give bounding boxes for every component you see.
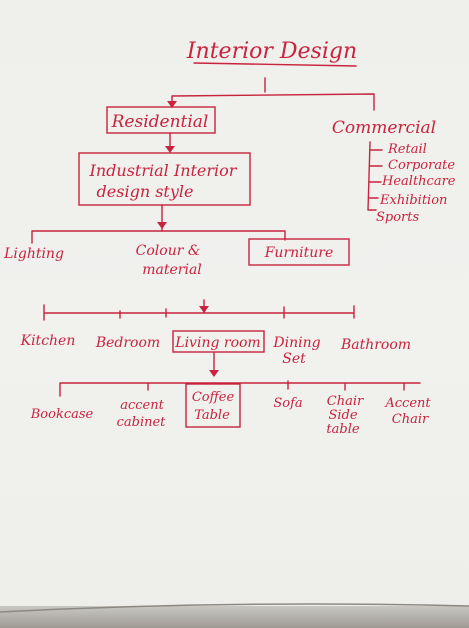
lighting-label: Lighting [3, 246, 64, 262]
piece-chair-side-line2: Side [328, 408, 357, 423]
residential-box [106, 106, 216, 134]
piece-coffee: Coffee [192, 390, 235, 405]
piece-accent-cabinet-line1: accent [120, 398, 164, 413]
colour-label-line2: material [142, 262, 202, 278]
style-arrow [165, 146, 175, 153]
commercial-item-corporate: Corporate [388, 158, 455, 173]
residential-label: Residential [111, 112, 209, 132]
style-box [78, 152, 251, 206]
piece-accent-cabinet-line2: cabinet [117, 415, 167, 430]
level1-connector [171, 77, 375, 111]
pieces-connector [59, 352, 421, 397]
commercial-item-healthcare: Healthcare [381, 174, 456, 189]
furniture-label: Furniture [264, 245, 334, 261]
room-kitchen: Kitchen [20, 333, 76, 349]
colour-label-line1: Colour & [136, 243, 201, 259]
rooms-connector [43, 299, 355, 321]
commercial-bracket [367, 141, 383, 211]
piece-sofa: Sofa [273, 396, 302, 411]
living-room-box [172, 330, 265, 353]
room-dining-set: Set [282, 351, 306, 367]
title-underline [193, 62, 357, 67]
level3-connector [31, 204, 286, 244]
piece-accent-chair-line1: Accent [384, 396, 431, 411]
commercial-label: Commercial [332, 118, 436, 138]
piece-bookcase: Bookcase [30, 407, 94, 422]
pieces-arrow [209, 370, 219, 377]
piece-accent-chair-line2: Chair [392, 412, 429, 427]
piece-table: Table [194, 408, 230, 423]
commercial-item-sports: Sports [376, 210, 419, 225]
title-text: Interior Design [186, 39, 357, 64]
style-label-line1: Industrial Interior [89, 161, 238, 180]
residential-arrow [167, 101, 177, 108]
commercial-item-retail: Retail [387, 142, 427, 157]
room-living: Living room [174, 335, 260, 351]
room-dining: Dining [272, 335, 320, 351]
furniture-box [248, 238, 350, 266]
piece-chair-side-line3: table [326, 422, 359, 437]
style-label-line2: design style [97, 182, 194, 201]
piece-chair-side-line1: Chair [327, 394, 364, 409]
room-bathroom: Bathroom [340, 337, 411, 353]
rooms-arrow [199, 306, 209, 313]
room-bedroom: Bedroom [95, 335, 160, 351]
commercial-item-exhibition: Exhibition [379, 193, 447, 208]
coffee-table-box [185, 383, 241, 428]
paper-bottom-shadow [0, 606, 469, 628]
level3-arrow [157, 222, 167, 229]
